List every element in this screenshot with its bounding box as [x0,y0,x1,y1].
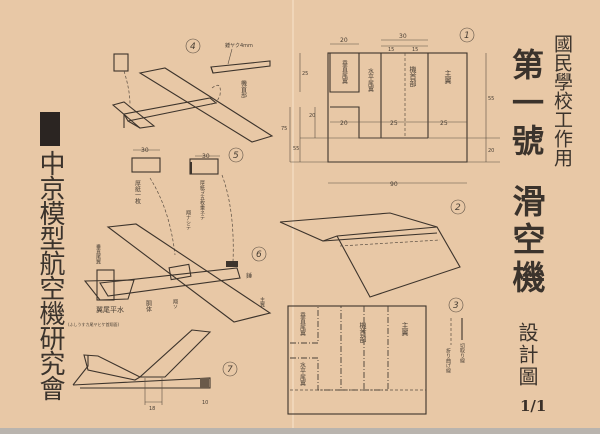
fig5-label-glue: 翔ナシテ [185,209,191,231]
fig5-label-single: 厚紙一枚 [134,180,141,205]
scale-label: 1/1 [520,397,547,415]
model-number-title: 第一號 [507,48,545,162]
fig1-dim: 20 [340,120,348,127]
fig3-number: 3 [453,301,459,311]
fig6-joint-label: 翔ソ [172,298,178,309]
publisher-seal: 印 [40,112,60,146]
fig5-label-stacked: 厚紙ヲ五枚重ネテ [199,180,205,221]
fig3-nose-label: 機首部 [359,321,367,344]
fig1-number: 1 [464,31,470,41]
figure-1-layout: 20 30 15 15 20 25 25 90 25 75 55 20 55 2… [281,27,500,188]
fig1-dim: 20 [309,113,315,119]
fig1-dim: 25 [440,120,448,127]
fig3-vertical-tail-label: 垂直尾翼 [299,312,306,337]
figure-2-folded-sheet: 2 [279,199,466,298]
fig1-dim: 30 [399,33,407,40]
fig1-nose-label: 機首部 [409,65,417,88]
fig5-number: 5 [233,151,239,161]
fig1-dim: 20 [340,37,348,44]
figure-7-side-view: 18 10 7 [72,329,238,412]
fig6-weight-label: 錘 [246,272,252,280]
fig1-vertical-tail-label: 垂直尾翼 [341,60,348,85]
fig6-number: 6 [256,250,262,260]
figure-5-nose-blocks: 30 30 厚紙一枚 厚紙ヲ五枚重ネテ 翔ナシテ 5 [131,147,244,263]
fig7-dim-a: 18 [149,406,155,412]
figure-3-layout: 垂直尾翼 水平尾翼 機首部 主翼 3 切取り線 折り曲げ線 [287,297,465,415]
fig3-horizontal-tail-label: 水平尾翼 [299,361,306,387]
school-use-label: 國民學校工作用 [551,34,573,167]
fig1-dim: 90 [390,181,398,188]
figure-6-glider: 垂直尾翼 錘 主翼 胴体 翔ソ 翼尾平水 (ふしうすカ尾ヤヒケ首翔面) 6 [68,223,272,327]
fold-crease [292,0,294,428]
figure-4-glider: 錘ヤク4mm 機首部 4 [111,38,274,143]
fig6-vertical-tail-label: 垂直尾翼 [95,243,101,265]
fig1-dim: 15 [412,47,418,53]
fig1-dim: 55 [293,146,299,152]
fig7-dim-b: 10 [202,400,208,406]
fig4-weight-label: 錘ヤク4mm [225,42,253,49]
fig1-horizontal-tail-label: 水平尾翼 [367,67,374,93]
scan-edge [0,428,600,434]
fig1-dim: 55 [488,96,494,102]
fig7-number: 7 [227,365,233,375]
fig2-number: 2 [455,203,461,213]
fig1-main-wing-label: 主翼 [444,69,452,85]
fig1-part-labels: 垂直尾翼 水平尾翼 機首部 主翼 [341,60,453,93]
fig1-dim: 25 [390,120,398,127]
fig5-dim-b: 30 [202,153,210,160]
fig6-fuselage-label: 胴体 [145,300,152,313]
fig5-dim-a: 30 [141,147,149,154]
fig1-dim: 20 [488,148,494,154]
publisher-name: 中京模型航空機研究會 [35,150,65,400]
design-drawing-label: 設計圖 [515,322,539,388]
fig1-dim: 15 [388,47,394,53]
fig6-main-wing-label: 主翼 [259,296,265,308]
fig1-dim: 25 [302,71,308,77]
fig4-nose-label: 機首部 [240,79,247,99]
fig1-dim: 75 [281,126,287,132]
cut-line-legend: 切取り線 [459,342,465,363]
fold-line-legend: 折り曲げ線 [445,347,451,373]
fig6-note: (ふしうすカ尾ヤヒケ首翔面) [68,321,120,327]
fig4-number: 4 [190,42,196,52]
fig3-main-wing-label: 主翼 [401,321,409,337]
model-name-title: 滑空機 [507,184,546,298]
fig6-horizontal-tail-label: 翼尾平水 [96,305,124,314]
